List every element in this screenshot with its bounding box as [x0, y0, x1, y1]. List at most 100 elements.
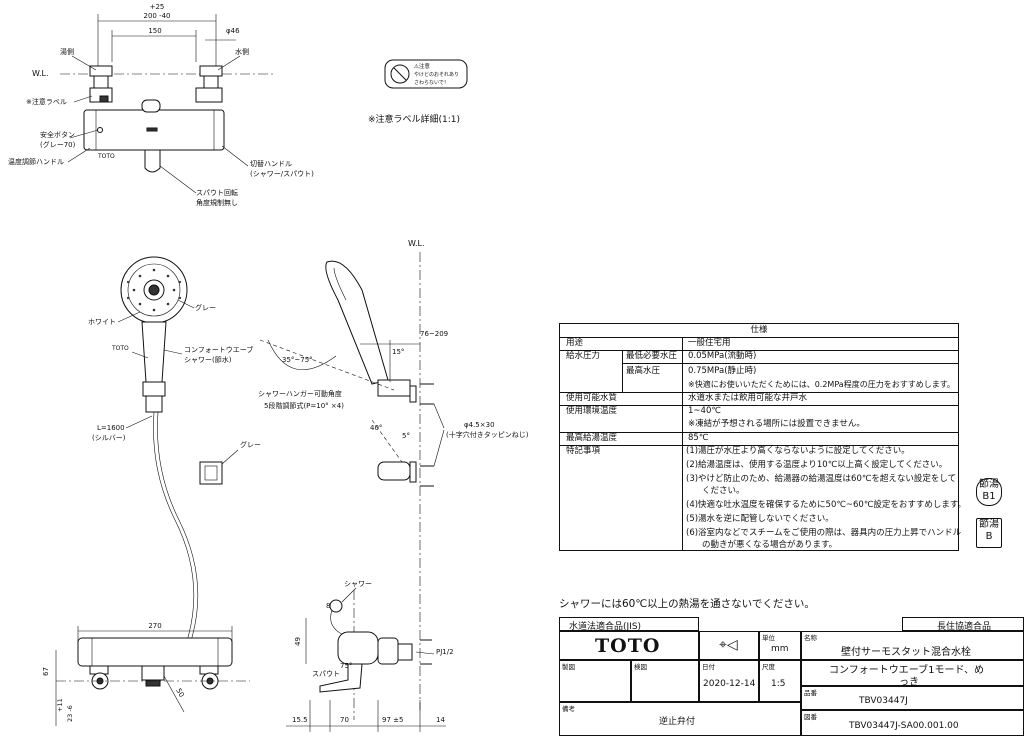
- brand-mark-shower: TOTO: [111, 345, 129, 352]
- title-block: 水道法適合品(JIS) 長住協適合品 TOTO ⌖◁ 単位 mm 名称 壁付サー…: [559, 617, 1024, 736]
- spec-water-key: 使用可能水質: [566, 393, 618, 403]
- screw-dim: φ4.5×30: [464, 421, 495, 429]
- spec-note-1: (1)湯圧が水圧より高くならないように設定してください。: [686, 446, 910, 456]
- angle-40: 40°: [370, 424, 382, 432]
- dim-width: 270: [148, 622, 161, 630]
- screw-sub: (十字穴付きタッピンねじ): [446, 430, 529, 439]
- spec-note-6b: の動きが悪くなる場合があります。: [702, 540, 838, 550]
- faucet-front-view: 270 67 +11 23 -6 50: [42, 622, 250, 726]
- spec-note-3b: ください。: [702, 486, 745, 496]
- name-value-line2a: コンフォートウエーブ1モード、め: [829, 665, 985, 676]
- spec-table: 仕様 用途 一般住宅用 給水圧力 最低必要水圧 0.05MPa(流動時) 最高水…: [559, 323, 966, 551]
- drawn-key: 製図: [562, 663, 575, 671]
- spec-note-2: (2)給湯温度は、使用する温度より10℃以上高く設定してください。: [686, 460, 948, 470]
- spec-notes-key: 特記事項: [566, 446, 601, 456]
- gray-label: グレー: [195, 303, 216, 312]
- hose-color-label: (シルバー): [92, 434, 126, 442]
- date-value: 2020-12-14: [703, 679, 756, 689]
- hanger-angle-sub: 5段階調節式(P=10° ×4): [264, 401, 344, 410]
- projection-symbol-icon: ⌖◁: [719, 637, 738, 653]
- dim-plus25: +25: [150, 3, 165, 11]
- cold-side-label: 水側: [235, 47, 249, 56]
- caution-text-2: やけどのおそれあり: [414, 71, 459, 78]
- spout-outlet-label: スパウト: [312, 670, 340, 678]
- shower-head-view: グレー ホワイト TOTO コンフォートウエーブ シャワー(節水) L=1600…: [88, 256, 261, 661]
- dim-diameter: φ46: [226, 27, 240, 35]
- spec-hot-key: 最高給湯温度: [566, 433, 618, 443]
- hanger-range-dim: 76~209: [420, 330, 448, 338]
- hanger-side-view: W.L. 76~209 15° 35°~75° シャワーハンガー可動角度 5段階…: [258, 239, 529, 710]
- spec-env-note: ※凍結が予想される場所には設置できません。: [688, 419, 865, 429]
- scale-key: 尺度: [762, 663, 775, 671]
- checked-key: 検図: [634, 663, 647, 671]
- spec-pressure-key: 給水圧力: [566, 351, 601, 361]
- wl-label-2: W.L.: [408, 239, 425, 248]
- hose-length-label: L=1600: [97, 424, 125, 432]
- drawing-number-value: TBV03447J-SA00.001.00: [849, 721, 959, 731]
- white-label: ホワイト: [88, 318, 116, 326]
- spec-hot-value: 85℃: [688, 433, 709, 443]
- spec-use-value: 一般住宅用: [688, 338, 731, 348]
- spec-note-4: (4)快適な吐水温度を確保するために50℃~60℃設定をおすすめします。: [686, 500, 967, 510]
- angle-unlimited-label: 角度規制無し: [196, 198, 238, 207]
- spec-title: 仕様: [750, 325, 768, 335]
- dim-pitch: 150: [148, 27, 161, 35]
- remarks-value: 逆止弁付: [659, 717, 696, 727]
- brand-mark-top: TOTO: [97, 153, 115, 160]
- spec-min-pressure-key: 最低必要水圧: [626, 351, 678, 361]
- caution-detail-title: ※注意ラベル詳細(1:1): [368, 113, 460, 125]
- model-value: TBV03447J: [859, 696, 908, 706]
- temp-handle-label: 温度調節ハンドル: [8, 157, 64, 166]
- spout-rotation-label: スパウト回転: [196, 189, 238, 197]
- dim-97: 97 ±5: [382, 716, 403, 724]
- dim-49: 49: [294, 637, 302, 646]
- drawing-number-key: 図番: [804, 713, 817, 721]
- safety-button-color: (グレー70): [40, 140, 76, 149]
- faucet-side-view: シャワー 80° 75° スパウト PJ1/2 49 15.5 70 97 ±5…: [286, 580, 454, 732]
- pipe-thread-label: PJ1/2: [436, 648, 454, 656]
- dim-span: 200 -40: [143, 12, 170, 20]
- dim-plus11: +11: [56, 698, 64, 712]
- caution-text-3: さわらないで！: [414, 79, 449, 86]
- spec-max-pressure-value: 0.75MPa(静止時): [688, 366, 757, 376]
- remarks-key: 備考: [562, 705, 575, 713]
- gray-label-2: グレー: [240, 440, 261, 449]
- date-key: 日付: [702, 663, 715, 671]
- spec-note-5: (5)湯水を逆に配管しないでください。: [686, 514, 834, 524]
- caution-label-callout: ※注意ラベル: [26, 97, 67, 106]
- dim-h67: 67: [42, 667, 50, 676]
- faucet-top-view: +25 200 -40 150 φ46 W.L. 湯側 水側 ※注意: [8, 3, 314, 207]
- hot-water-notice: シャワーには60℃以上の熱湯を通さないでください。: [559, 598, 815, 610]
- shower-sub-label: シャワー(節水): [184, 355, 232, 364]
- spec-pressure-note: ※快適にお使いいただくためには、0.2MPa程度の圧力をおすすめします。: [688, 380, 955, 389]
- toto-logo: TOTO: [595, 635, 661, 657]
- spec-max-pressure-key: 最高水圧: [626, 366, 661, 376]
- wl-label: W.L.: [32, 69, 49, 78]
- caution-text-1: ⚠注意: [414, 62, 430, 70]
- dim-14: 14: [436, 716, 445, 724]
- spec-note-3a: (3)やけど防止のため、給湯器の給湯温度は60℃を超えない設定をして: [686, 474, 957, 484]
- badge-b1-top: 節湯: [979, 479, 999, 490]
- angle-75: 75°: [340, 662, 352, 670]
- model-key: 品番: [804, 689, 817, 697]
- name-key: 名称: [804, 634, 817, 642]
- angle-5: 5°: [402, 432, 410, 440]
- angle-15: 15°: [392, 348, 404, 356]
- hanger-angle-label: シャワーハンガー可動角度: [258, 389, 342, 398]
- angle-35-75: 35°~75°: [282, 356, 313, 364]
- dim-h23: 23 -6: [66, 705, 74, 722]
- badge-b1-bottom: B1: [982, 491, 996, 502]
- safety-button-label: 安全ボタン: [40, 130, 75, 139]
- hot-side-label: 湯側: [60, 47, 74, 56]
- badge-b-bottom: B: [985, 531, 993, 542]
- spec-env-value: 1~40℃: [688, 406, 721, 416]
- spec-water-value: 水道水または飲用可能な井戸水: [688, 393, 808, 403]
- unit-value: mm: [771, 644, 789, 654]
- dim-70: 70: [340, 716, 349, 724]
- jisx-label: 長住協適合品: [937, 622, 992, 632]
- switch-handle-label: 切替ハンドル: [250, 159, 292, 168]
- scale-value: 1:5: [771, 679, 786, 689]
- water-saving-badge-b: 節湯 B: [976, 518, 1002, 548]
- spec-note-6a: (6)浴室内などでスチームをご使用の際は、器具内の圧力上昇でハンドル: [686, 528, 962, 538]
